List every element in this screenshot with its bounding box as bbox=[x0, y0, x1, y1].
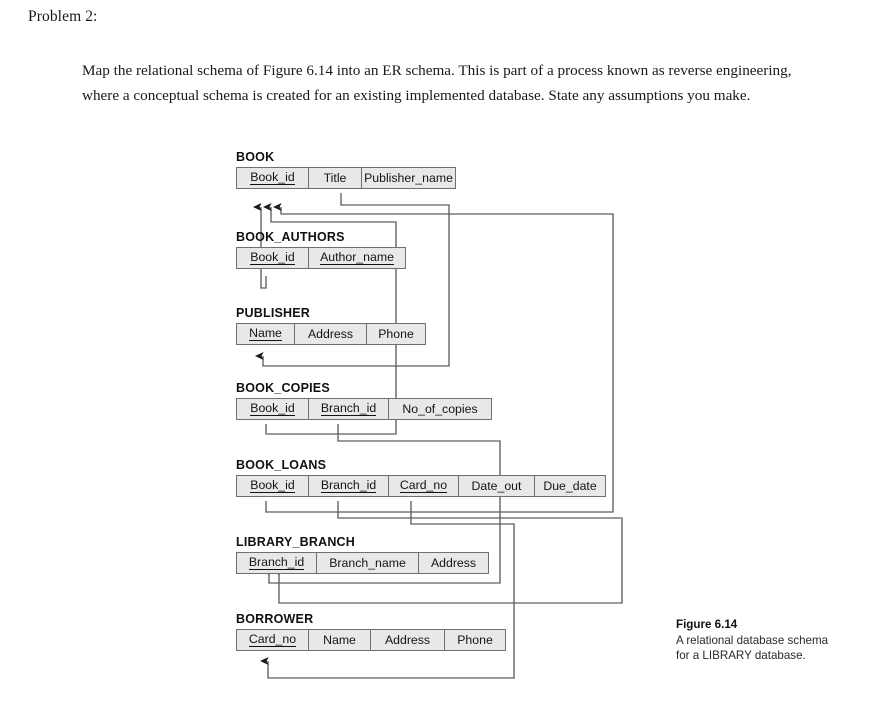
attribute-book-loans-card-no[interactable]: Card_no bbox=[389, 476, 459, 496]
relation-name-borrower: BORROWER bbox=[236, 612, 314, 626]
relation-publisher: PUBLISHER Name Address Phone bbox=[236, 306, 426, 345]
figure-caption-title: Figure 6.14 bbox=[676, 618, 738, 631]
relation-borrower: BORROWER Card_no Name Address Phone bbox=[236, 612, 506, 651]
relation-book-loans: BOOK_LOANS Book_id Branch_id Card_no Dat… bbox=[236, 458, 606, 497]
attribute-publisher-name[interactable]: Name bbox=[237, 324, 295, 344]
figure-caption: Figure 6.14 A relational database schema… bbox=[676, 617, 836, 664]
attribute-row-book-authors: Book_id Author_name bbox=[236, 247, 406, 269]
attribute-library-branch-address[interactable]: Address bbox=[419, 553, 488, 573]
attribute-library-branch-branch-id[interactable]: Branch_id bbox=[237, 553, 317, 573]
relation-name-book-authors: BOOK_AUTHORS bbox=[236, 230, 345, 244]
attribute-book-copies-branch-id[interactable]: Branch_id bbox=[309, 399, 389, 419]
fk-bookloans-borrower bbox=[260, 501, 515, 679]
attribute-borrower-address[interactable]: Address bbox=[371, 630, 445, 650]
attribute-row-book: Book_id Title Publisher_name bbox=[236, 167, 456, 189]
attribute-book-book-id[interactable]: Book_id bbox=[237, 168, 309, 188]
attribute-book-authors-book-id[interactable]: Book_id bbox=[237, 248, 309, 268]
attribute-row-book-copies: Book_id Branch_id No_of_copies bbox=[236, 398, 492, 420]
page-title: Problem 2: bbox=[28, 8, 98, 25]
relation-book-copies: BOOK_COPIES Book_id Branch_id No_of_copi… bbox=[236, 381, 492, 420]
attribute-book-authors-author-name[interactable]: Author_name bbox=[309, 248, 405, 268]
attribute-book-title[interactable]: Title bbox=[309, 168, 362, 188]
attribute-row-book-loans: Book_id Branch_id Card_no Date_out Due_d… bbox=[236, 475, 606, 497]
relation-book: BOOK Book_id Title Publisher_name bbox=[236, 150, 456, 189]
attribute-borrower-name[interactable]: Name bbox=[309, 630, 371, 650]
attribute-row-publisher: Name Address Phone bbox=[236, 323, 426, 345]
attribute-row-library-branch: Branch_id Branch_name Address bbox=[236, 552, 489, 574]
attribute-row-borrower: Card_no Name Address Phone bbox=[236, 629, 506, 651]
attribute-book-loans-due-date[interactable]: Due_date bbox=[535, 476, 605, 496]
attribute-book-loans-book-id[interactable]: Book_id bbox=[237, 476, 309, 496]
relation-name-book-loans: BOOK_LOANS bbox=[236, 458, 327, 472]
relation-name-library-branch: LIBRARY_BRANCH bbox=[236, 535, 356, 549]
attribute-library-branch-branch-name[interactable]: Branch_name bbox=[317, 553, 419, 573]
figure-caption-text: A relational database schema for a LIBRA… bbox=[676, 633, 829, 663]
attribute-publisher-address[interactable]: Address bbox=[295, 324, 367, 344]
relation-library-branch: LIBRARY_BRANCH Branch_id Branch_name Add… bbox=[236, 535, 489, 574]
problem-statement: Map the relational schema of Figure 6.14… bbox=[82, 62, 792, 104]
attribute-book-copies-book-id[interactable]: Book_id bbox=[237, 399, 309, 419]
relation-name-publisher: PUBLISHER bbox=[236, 306, 311, 320]
attribute-borrower-card-no[interactable]: Card_no bbox=[237, 630, 309, 650]
relation-name-book-copies: BOOK_COPIES bbox=[236, 381, 330, 395]
attribute-book-loans-branch-id[interactable]: Branch_id bbox=[309, 476, 389, 496]
attribute-book-publisher-name[interactable]: Publisher_name bbox=[362, 168, 455, 188]
relation-name-book: BOOK bbox=[236, 150, 275, 164]
attribute-borrower-phone[interactable]: Phone bbox=[445, 630, 505, 650]
attribute-publisher-phone[interactable]: Phone bbox=[367, 324, 425, 344]
attribute-book-loans-date-out[interactable]: Date_out bbox=[459, 476, 535, 496]
relation-book-authors: BOOK_AUTHORS Book_id Author_name bbox=[236, 230, 406, 269]
attribute-book-copies-no-of-copies[interactable]: No_of_copies bbox=[389, 399, 491, 419]
